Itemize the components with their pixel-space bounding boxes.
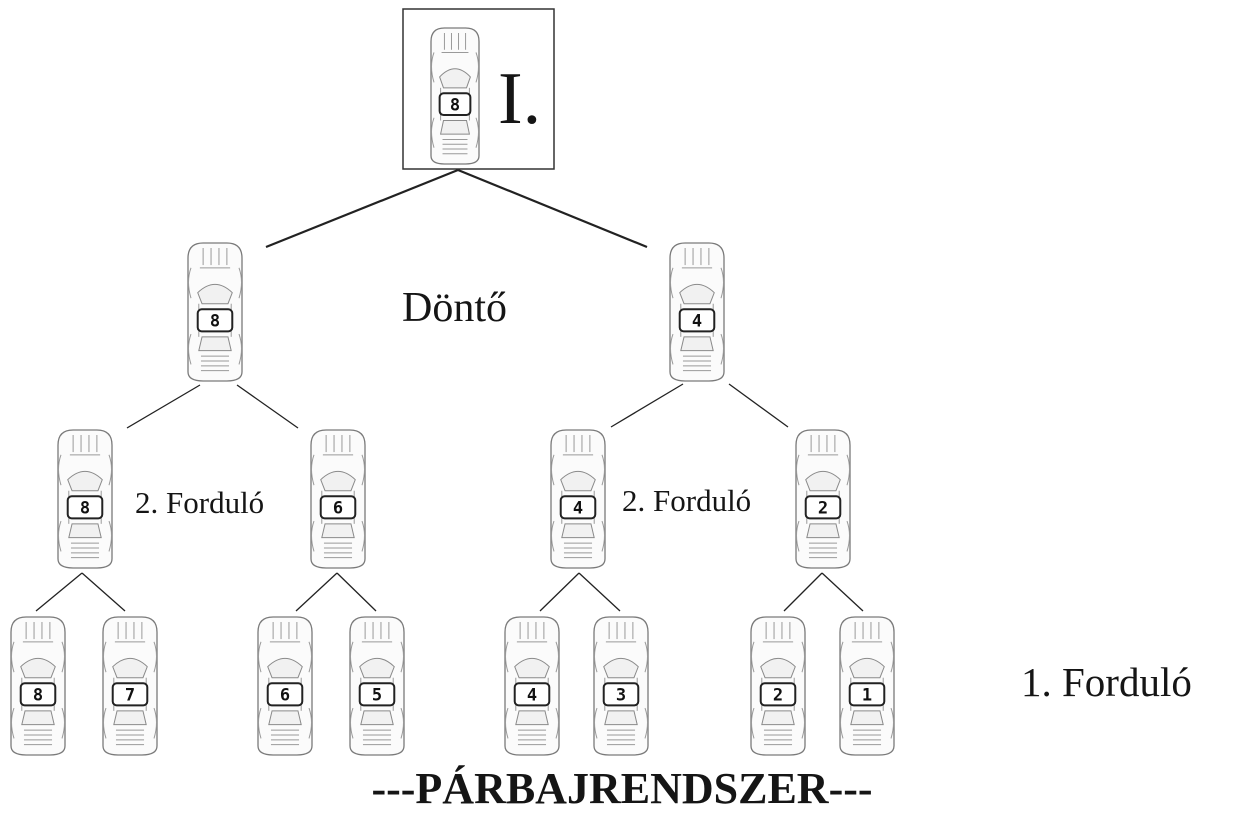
car-number-plate	[319, 495, 357, 520]
bracket-connector-line	[35, 572, 83, 612]
round1-car-icon: 3	[593, 616, 649, 756]
car-number-plate	[848, 682, 886, 707]
bracket-connector-line	[610, 383, 684, 428]
round2-car-icon: 2	[795, 429, 851, 569]
round1-car-icon: 5	[349, 616, 405, 756]
bracket-connector-line	[126, 384, 201, 429]
car-number-label: 8	[33, 685, 43, 705]
round1-car-icon: 8	[10, 616, 66, 756]
bracket-connector-line	[295, 572, 338, 612]
round2-right-label: 2. Forduló	[622, 483, 752, 518]
car-number-plate	[66, 495, 104, 520]
car-number-label: 2	[773, 685, 783, 705]
round2-car-icon: 4	[550, 429, 606, 569]
car-number-label: 4	[692, 311, 702, 331]
car-number-plate	[266, 682, 304, 707]
bracket-connector-line	[81, 572, 126, 612]
connector-lines	[35, 168, 864, 612]
bracket-connector-line	[821, 572, 864, 612]
car-number-plate	[196, 308, 234, 333]
car-number-plate	[759, 682, 797, 707]
car-number-label: 1	[862, 685, 872, 705]
car-number-plate	[559, 495, 597, 520]
final-round-label: Döntő	[402, 285, 507, 331]
bracket-connector-line	[728, 383, 789, 428]
round1-car-icon: 2	[750, 616, 806, 756]
car-number-plate	[513, 682, 551, 707]
car-number-label: 5	[372, 685, 382, 705]
bracket-connector-line	[265, 168, 459, 249]
car-number-label: 4	[573, 498, 583, 518]
car-number-plate	[804, 495, 842, 520]
car-number-plate	[19, 682, 57, 707]
bracket-connector-line	[457, 168, 648, 249]
round2-left-label: 2. Forduló	[135, 485, 265, 520]
bracket-connector-line	[539, 572, 580, 612]
car-number-plate	[111, 682, 149, 707]
final-car-icon: 4	[669, 242, 725, 382]
round2-car-icon: 6	[310, 429, 366, 569]
car-number-label: 3	[616, 685, 626, 705]
car-number-plate	[358, 682, 396, 707]
bracket-connector-line	[236, 384, 299, 429]
car-number-label: 6	[333, 498, 343, 518]
bracket-connector-line	[336, 572, 377, 612]
car-icons: 8 8 4 8 6 4 2 8 7 6 5 4 3 2 1	[10, 27, 895, 756]
round1-car-icon: 4	[504, 616, 560, 756]
car-number-label: 8	[450, 95, 460, 115]
round1-car-icon: 7	[102, 616, 158, 756]
car-number-label: 8	[80, 498, 90, 518]
final-car-icon: 8	[187, 242, 243, 382]
diagram-title: ---PÁRBAJRENDSZER---	[371, 764, 873, 813]
winner-car-icon: 8	[430, 27, 480, 165]
car-number-plate	[602, 682, 640, 707]
car-number-plate	[438, 92, 472, 117]
car-number-label: 8	[210, 311, 220, 331]
car-number-label: 4	[527, 685, 537, 705]
round2-car-icon: 8	[57, 429, 113, 569]
car-number-label: 7	[125, 685, 135, 705]
winner-rank-label: I.	[498, 58, 542, 140]
car-number-plate	[678, 308, 716, 333]
bracket-connector-line	[783, 572, 823, 612]
round1-car-icon: 1	[839, 616, 895, 756]
car-number-label: 6	[280, 685, 290, 705]
car-number-label: 2	[818, 498, 828, 518]
bracket-connector-line	[578, 572, 621, 612]
winner-frame	[402, 8, 555, 170]
round1-label: 1. Forduló	[1021, 659, 1192, 705]
round1-car-icon: 6	[257, 616, 313, 756]
